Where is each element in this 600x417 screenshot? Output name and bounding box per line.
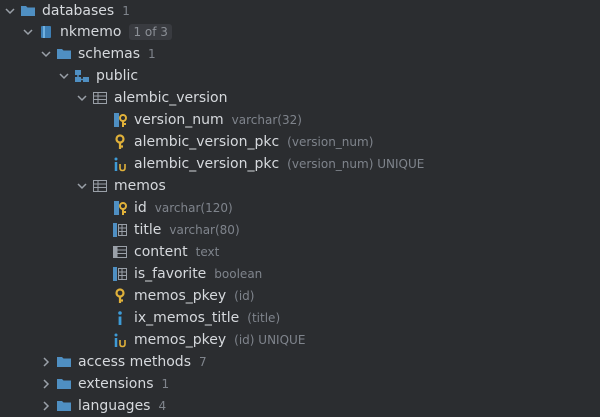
- tree-node-column-version-num[interactable]: version_num varchar(32): [0, 109, 600, 131]
- table-icon: [92, 90, 108, 106]
- folder-icon: [56, 398, 72, 414]
- tree-node-access-methods[interactable]: access methods 7: [0, 351, 600, 373]
- index-columns: (title): [247, 311, 281, 325]
- column-type: varchar(80): [169, 223, 240, 237]
- tree-node-column-title[interactable]: title varchar(80): [0, 219, 600, 241]
- not-null-column-icon: [112, 266, 128, 282]
- key-columns: (id): [234, 289, 255, 303]
- tree-node-databases[interactable]: databases 1: [0, 0, 600, 22]
- folder-icon: [56, 376, 72, 392]
- index-columns: (id) UNIQUE: [234, 333, 306, 347]
- tree-node-table-memos[interactable]: memos: [0, 175, 600, 197]
- tree-node-nkmemo[interactable]: nkmemo 1 of 3: [0, 21, 600, 43]
- db-label: nkmemo: [60, 24, 122, 40]
- chevron-right-icon[interactable]: [40, 400, 52, 412]
- index-columns: (version_num) UNIQUE: [287, 157, 425, 171]
- table-label: alembic_version: [114, 90, 228, 106]
- languages-count: 4: [158, 399, 167, 413]
- index-label: ix_memos_title: [134, 310, 240, 326]
- key-columns: (version_num): [287, 135, 374, 149]
- chevron-down-icon[interactable]: [76, 180, 88, 192]
- key-icon: [112, 288, 128, 304]
- tree-node-key-alembic-version-pkc[interactable]: alembic_version_pkc (version_num): [0, 131, 600, 153]
- tree-node-index-alembic-version-pkc[interactable]: alembic_version_pkc (version_num) UNIQUE: [0, 153, 600, 175]
- extensions-count: 1: [161, 377, 170, 391]
- access-methods-count: 7: [198, 355, 207, 369]
- unique-index-icon: [112, 156, 128, 172]
- schemas-count: 1: [148, 47, 156, 61]
- databases-label: databases: [42, 3, 115, 19]
- chevron-down-icon[interactable]: [4, 5, 16, 17]
- index-label: memos_pkey: [134, 332, 227, 348]
- languages-label: languages: [78, 398, 151, 414]
- tree-node-public[interactable]: public: [0, 65, 600, 87]
- tree-node-extensions[interactable]: extensions 1: [0, 373, 600, 395]
- table-icon: [92, 178, 108, 194]
- tree-node-column-is-favorite[interactable]: is_favorite boolean: [0, 263, 600, 285]
- tree-node-languages[interactable]: languages 4: [0, 395, 600, 417]
- key-label: memos_pkey: [134, 288, 227, 304]
- column-label: content: [134, 244, 188, 260]
- key-label: alembic_version_pkc: [134, 134, 280, 150]
- key-icon: [112, 134, 128, 150]
- table-label: memos: [114, 178, 166, 194]
- column-label: is_favorite: [134, 266, 207, 282]
- schema-icon: [74, 68, 90, 84]
- index-icon: [112, 310, 128, 326]
- chevron-down-icon[interactable]: [58, 70, 70, 82]
- tree-node-schemas[interactable]: schemas 1: [0, 43, 600, 65]
- not-null-column-icon: [112, 222, 128, 238]
- chevron-right-icon[interactable]: [40, 356, 52, 368]
- chevron-down-icon[interactable]: [76, 92, 88, 104]
- schema-label: public: [96, 68, 139, 84]
- column-icon: [112, 244, 128, 260]
- tree-node-index-memos-pkey[interactable]: memos_pkey (id) UNIQUE: [0, 329, 600, 351]
- folder-icon: [56, 46, 72, 62]
- folder-icon: [20, 3, 36, 19]
- db-badge[interactable]: 1 of 3: [129, 24, 172, 40]
- schemas-label: schemas: [78, 46, 140, 62]
- column-type: boolean: [214, 267, 263, 281]
- column-label: title: [134, 222, 162, 238]
- column-label: version_num: [134, 112, 224, 128]
- primary-key-column-icon: [112, 112, 128, 128]
- access-methods-label: access methods: [78, 354, 191, 370]
- tree-node-key-memos-pkey[interactable]: memos_pkey (id): [0, 285, 600, 307]
- tree-node-index-ix-memos-title[interactable]: ix_memos_title (title): [0, 307, 600, 329]
- unique-index-icon: [112, 332, 128, 348]
- folder-icon: [56, 354, 72, 370]
- column-type: varchar(32): [231, 113, 302, 127]
- tree-node-column-content[interactable]: content text: [0, 241, 600, 263]
- index-label: alembic_version_pkc: [134, 156, 280, 172]
- column-label: id: [134, 200, 147, 216]
- tree-node-column-id[interactable]: id varchar(120): [0, 197, 600, 219]
- chevron-down-icon[interactable]: [22, 26, 34, 38]
- extensions-label: extensions: [78, 376, 154, 392]
- primary-key-column-icon: [112, 200, 128, 216]
- column-type: text: [195, 245, 220, 259]
- chevron-down-icon[interactable]: [40, 48, 52, 60]
- databases-count: 1: [122, 4, 130, 18]
- database-icon: [38, 24, 54, 40]
- chevron-right-icon[interactable]: [40, 378, 52, 390]
- tree-node-table-alembic-version[interactable]: alembic_version: [0, 87, 600, 109]
- column-type: varchar(120): [154, 201, 233, 215]
